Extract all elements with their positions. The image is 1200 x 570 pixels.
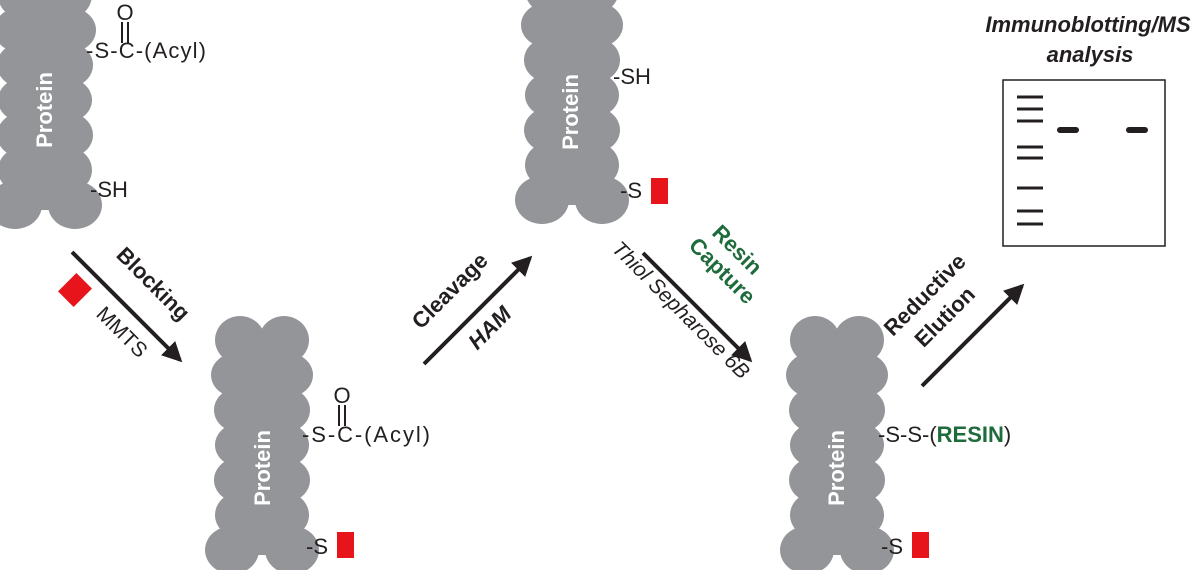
molecular-weight-ladder [1017,95,1043,226]
sample-band [1057,127,1079,133]
reductive-elution-step: Reductive Elution [879,249,1025,388]
mmts-tag-marker [912,532,929,558]
protein-label: Protein [558,74,583,150]
analysis-panel: Immunoblotting/MS analysis [985,12,1191,247]
protein-label: Protein [250,430,275,506]
resin-capture-step: Resin Capture Thiol Sepharose 6B [607,220,767,384]
free-thiol-label: -SH [90,177,128,202]
blocking-arrow [70,250,183,363]
blocked-thiol-label: -S [306,534,328,559]
ham-reagent-label: HAM [463,301,517,355]
resin-linkage-prefix: -S-S-( [878,422,937,447]
exposed-thiol-label: -SH [613,64,651,89]
carbonyl-oxygen: O [333,383,350,408]
analysis-title-line2: analysis [1047,42,1134,67]
acyl-group-label: -S-C-(Acyl) [302,422,430,447]
blocked-thiol-label: -S [620,178,642,203]
protein-start: Protein -S-C-(Acyl) O -SH [0,0,206,229]
reductive-elution-arrow [920,283,1025,388]
protein-label: Protein [32,72,57,148]
protein-label: Protein [824,430,849,506]
mmts-tag-marker [651,178,668,204]
mmts-tag-marker [58,273,92,307]
sample-band [1126,127,1148,133]
acyl-group-label: -S-C-(Acyl) [86,38,206,63]
protein-blocked: Protein -S-C-(Acyl) O -S [205,316,430,570]
mmts-tag-marker [337,532,354,558]
resin-capture-arrow [641,251,753,363]
carbonyl-oxygen: O [116,0,133,25]
blocking-label: Blocking [112,242,195,325]
blocked-thiol-label: -S [881,534,903,559]
protein-captured: Protein -S-S-(RESIN) -S [780,316,1011,570]
resin-linkage-label: -S-S-(RESIN) [878,422,1011,447]
protein-cleaved: Protein -SH -S [515,0,668,224]
resin-text: RESIN [937,422,1004,447]
western-blot-frame [1002,79,1166,247]
resin-linkage-suffix: ) [1004,422,1011,447]
mmts-reagent-label: MMTS [92,302,152,362]
blocking-step: Blocking MMTS [58,242,195,362]
analysis-title-line1: Immunoblotting/MS [985,12,1191,37]
cleavage-step: Cleavage HAM [407,248,533,366]
cleavage-arrow [422,255,533,366]
